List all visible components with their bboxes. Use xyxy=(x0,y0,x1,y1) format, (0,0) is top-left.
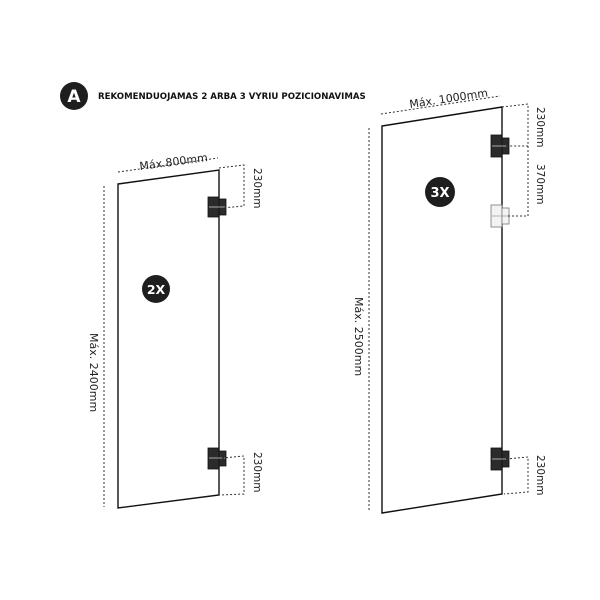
right-bottom-offset-dimension xyxy=(503,456,529,495)
left-top-hinge xyxy=(207,196,227,218)
right-width-dimension-line xyxy=(380,95,501,115)
right-width-label: Máx. 1000mm xyxy=(409,86,489,111)
right-glass-panel xyxy=(381,106,503,514)
right-bottom-hinge xyxy=(490,447,510,471)
left-height-label: Máx. 2400mm xyxy=(87,333,100,412)
left-hinge-count-text: 2X xyxy=(147,282,166,297)
left-width-dimension-line xyxy=(117,157,219,173)
right-top-hinge xyxy=(490,134,510,158)
left-bottom-hinge xyxy=(207,447,227,470)
right-top-offset-label: 230mm xyxy=(534,107,546,148)
header: A REKOMENDUOJAMAS 2 ARBA 3 VYRIU POZICIO… xyxy=(60,82,366,110)
right-bottom-offset-label: 230mm xyxy=(534,455,546,496)
right-middle-offset-label: 370mm xyxy=(534,164,546,205)
left-bottom-offset-label: 230mm xyxy=(251,452,263,493)
right-middle-hinge xyxy=(490,204,510,228)
right-hinge-count-badge xyxy=(425,177,455,207)
right-middle-offset-dimension xyxy=(506,146,529,217)
left-top-offset-dimension xyxy=(218,164,245,209)
left-hinge-count-badge xyxy=(142,275,170,303)
left-bottom-offset-dimension xyxy=(219,455,245,496)
diagram-title: REKOMENDUOJAMAS 2 ARBA 3 VYRIU POZICIONA… xyxy=(98,92,366,102)
left-door-diagram: Máx.800mm Máx. 2400mm 230mm 230mm 2X xyxy=(87,151,263,509)
left-glass-panel xyxy=(117,169,220,509)
left-top-offset-label: 230mm xyxy=(251,168,263,209)
left-width-label: Máx.800mm xyxy=(139,151,209,173)
right-top-offset-dimension xyxy=(501,103,529,147)
section-badge xyxy=(60,82,88,110)
right-height-label: Máx. 2500mm xyxy=(352,297,365,376)
right-door-diagram: Máx. 1000mm Máx. 2500mm 230mm 370mm xyxy=(352,86,546,514)
right-hinge-count-text: 3X xyxy=(430,186,449,201)
section-badge-letter: A xyxy=(67,87,81,107)
